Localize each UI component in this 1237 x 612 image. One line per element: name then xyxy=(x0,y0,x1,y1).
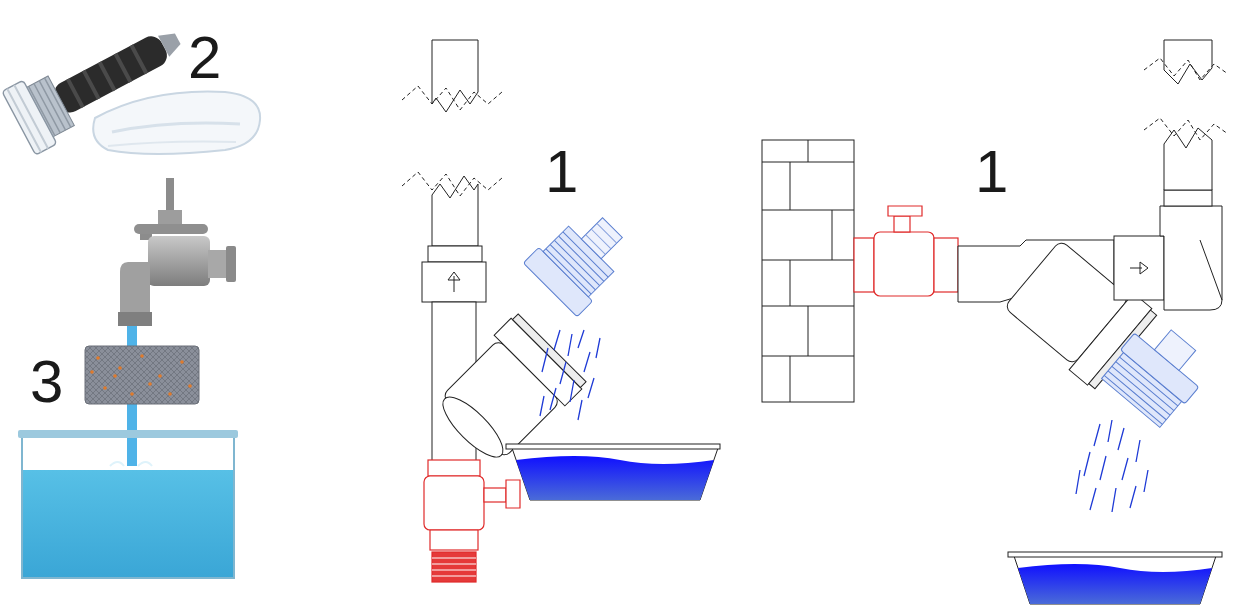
filter-mesh xyxy=(85,346,199,404)
water-tank xyxy=(18,430,238,578)
basin xyxy=(506,444,720,500)
callout-number: 1 xyxy=(975,142,1008,202)
water-drops xyxy=(540,330,600,420)
brick-wall xyxy=(762,140,854,402)
callout-number: 2 xyxy=(188,28,221,88)
water-drops xyxy=(1076,420,1148,512)
callout-number: 1 xyxy=(545,142,578,202)
basin xyxy=(1008,552,1222,604)
callout-number: 3 xyxy=(30,352,63,412)
horizontal-strainer xyxy=(958,40,1228,390)
ball-valve xyxy=(424,460,520,582)
wall-valve xyxy=(854,206,958,296)
towel xyxy=(93,92,260,154)
faucet xyxy=(118,178,236,326)
strainer-cartridge xyxy=(2,7,195,155)
removed-cap xyxy=(1099,313,1216,430)
removed-cap xyxy=(523,201,639,317)
